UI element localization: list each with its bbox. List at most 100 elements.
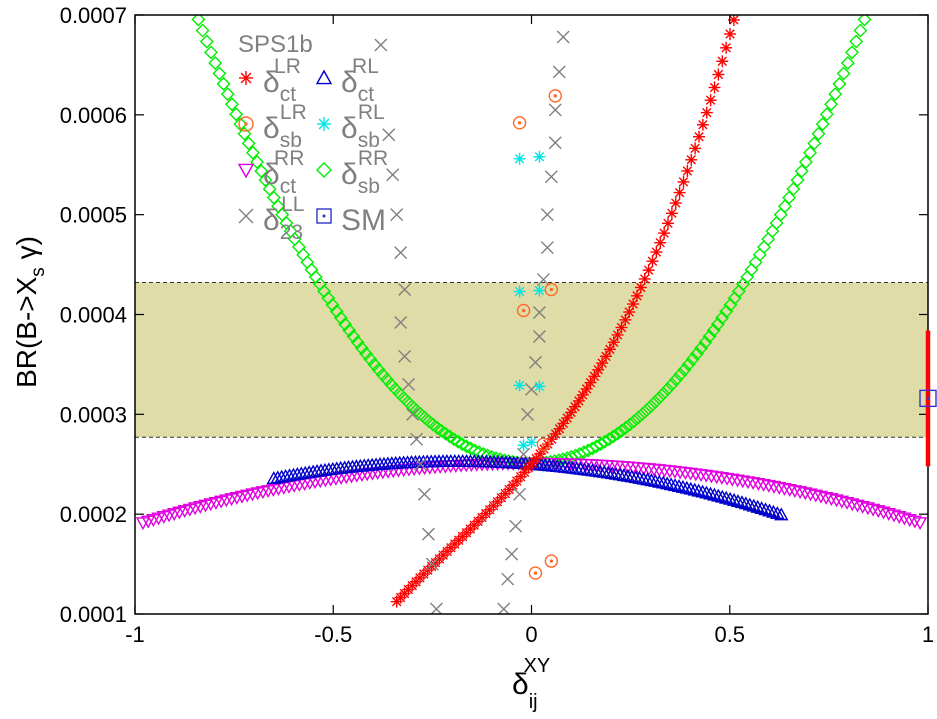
- data-point: [673, 367, 688, 382]
- axis-ticks: [134, 14, 929, 615]
- data-point: [685, 153, 698, 166]
- data-point: [513, 379, 526, 392]
- legend-entry: δ23LL: [238, 193, 304, 244]
- data-point: [195, 23, 210, 38]
- data-point: [580, 382, 593, 395]
- data-point: [650, 246, 663, 259]
- data-point: [386, 168, 400, 182]
- data-point: [561, 411, 574, 424]
- series-lr-ct: [390, 15, 740, 608]
- data-point: [338, 317, 353, 332]
- data-point: [413, 457, 427, 471]
- legend-label: δctRL: [341, 55, 379, 106]
- data-point: [421, 527, 435, 541]
- legend-label: δctLR: [263, 55, 301, 106]
- data-point: [536, 273, 550, 287]
- data-point: [671, 479, 687, 492]
- data-point: [417, 487, 431, 501]
- data-point: [525, 436, 538, 449]
- data-point: [689, 346, 704, 361]
- data-point: [694, 341, 709, 356]
- data-point: [693, 469, 709, 483]
- data-point: [622, 417, 637, 432]
- data-point: [811, 126, 826, 141]
- data-point: [220, 87, 235, 102]
- data-point: [592, 363, 605, 376]
- legend-marker: [315, 69, 333, 85]
- data-point: [660, 382, 675, 397]
- data-point: [876, 506, 891, 520]
- data-point: [516, 303, 531, 318]
- series-lr-sb: [512, 89, 562, 580]
- data-point: [815, 117, 830, 132]
- x-tick-label: -1: [125, 622, 145, 647]
- y-tick-label: 0.0005: [60, 203, 127, 228]
- data-point: [438, 426, 453, 441]
- data-point: [556, 30, 570, 44]
- data-point: [501, 572, 515, 586]
- data-point: [790, 173, 805, 188]
- data-point: [819, 107, 834, 122]
- data-point: [857, 15, 872, 27]
- data-point: [675, 479, 691, 493]
- data-point: [606, 429, 621, 444]
- plot-area: [135, 15, 928, 614]
- data-point: [610, 426, 625, 441]
- data-point: [782, 483, 797, 497]
- data-point: [648, 395, 663, 410]
- data-point: [807, 136, 822, 151]
- data-point: [656, 475, 671, 489]
- data-point: [719, 304, 734, 319]
- data-point: [712, 68, 725, 81]
- data-point: [685, 352, 700, 367]
- data-point: [707, 487, 722, 501]
- data-point: [442, 429, 457, 444]
- data-point: [632, 470, 647, 484]
- series-rl-sb: [513, 150, 546, 452]
- data-point: [540, 208, 554, 222]
- data-point: [354, 341, 369, 356]
- data-point: [250, 155, 265, 169]
- data-point: [723, 297, 738, 312]
- data-point: [639, 403, 654, 418]
- data-point: [367, 357, 382, 372]
- data-point: [533, 380, 546, 393]
- data-point: [762, 503, 777, 517]
- data-point: [798, 487, 813, 501]
- data-point: [451, 434, 466, 449]
- data-point: [766, 480, 782, 494]
- data-point: [727, 15, 740, 26]
- legend-entry: δsbRL: [317, 101, 385, 152]
- data-point: [652, 474, 667, 488]
- data-point: [425, 557, 439, 571]
- data-point: [839, 496, 855, 510]
- data-point: [533, 284, 546, 297]
- data-point: [734, 495, 750, 509]
- data-point: [662, 217, 675, 230]
- data-point: [544, 282, 559, 297]
- series-ll-23: [374, 30, 570, 614]
- data-point: [646, 255, 659, 268]
- data-point: [695, 484, 710, 498]
- data-point: [660, 476, 675, 490]
- data-point: [638, 272, 651, 285]
- data-point: [596, 357, 609, 370]
- data-point: [881, 508, 896, 521]
- data-point: [828, 87, 843, 102]
- data-point: [677, 362, 692, 377]
- x-tick-label: 0: [525, 622, 537, 647]
- data-point: [429, 602, 443, 614]
- y-tick-label: 0.0003: [60, 402, 127, 427]
- legend-entry: δctLR: [239, 55, 301, 106]
- data-point: [374, 38, 388, 52]
- data-point: [513, 487, 527, 501]
- data-point: [730, 474, 745, 488]
- data-point: [533, 150, 546, 163]
- y-tick-label: 0.0002: [60, 502, 127, 527]
- data-point: [702, 329, 717, 344]
- legend-label: δsbRL: [341, 101, 385, 152]
- data-point: [618, 420, 633, 435]
- data-point: [689, 142, 702, 155]
- legend-marker: [238, 116, 254, 132]
